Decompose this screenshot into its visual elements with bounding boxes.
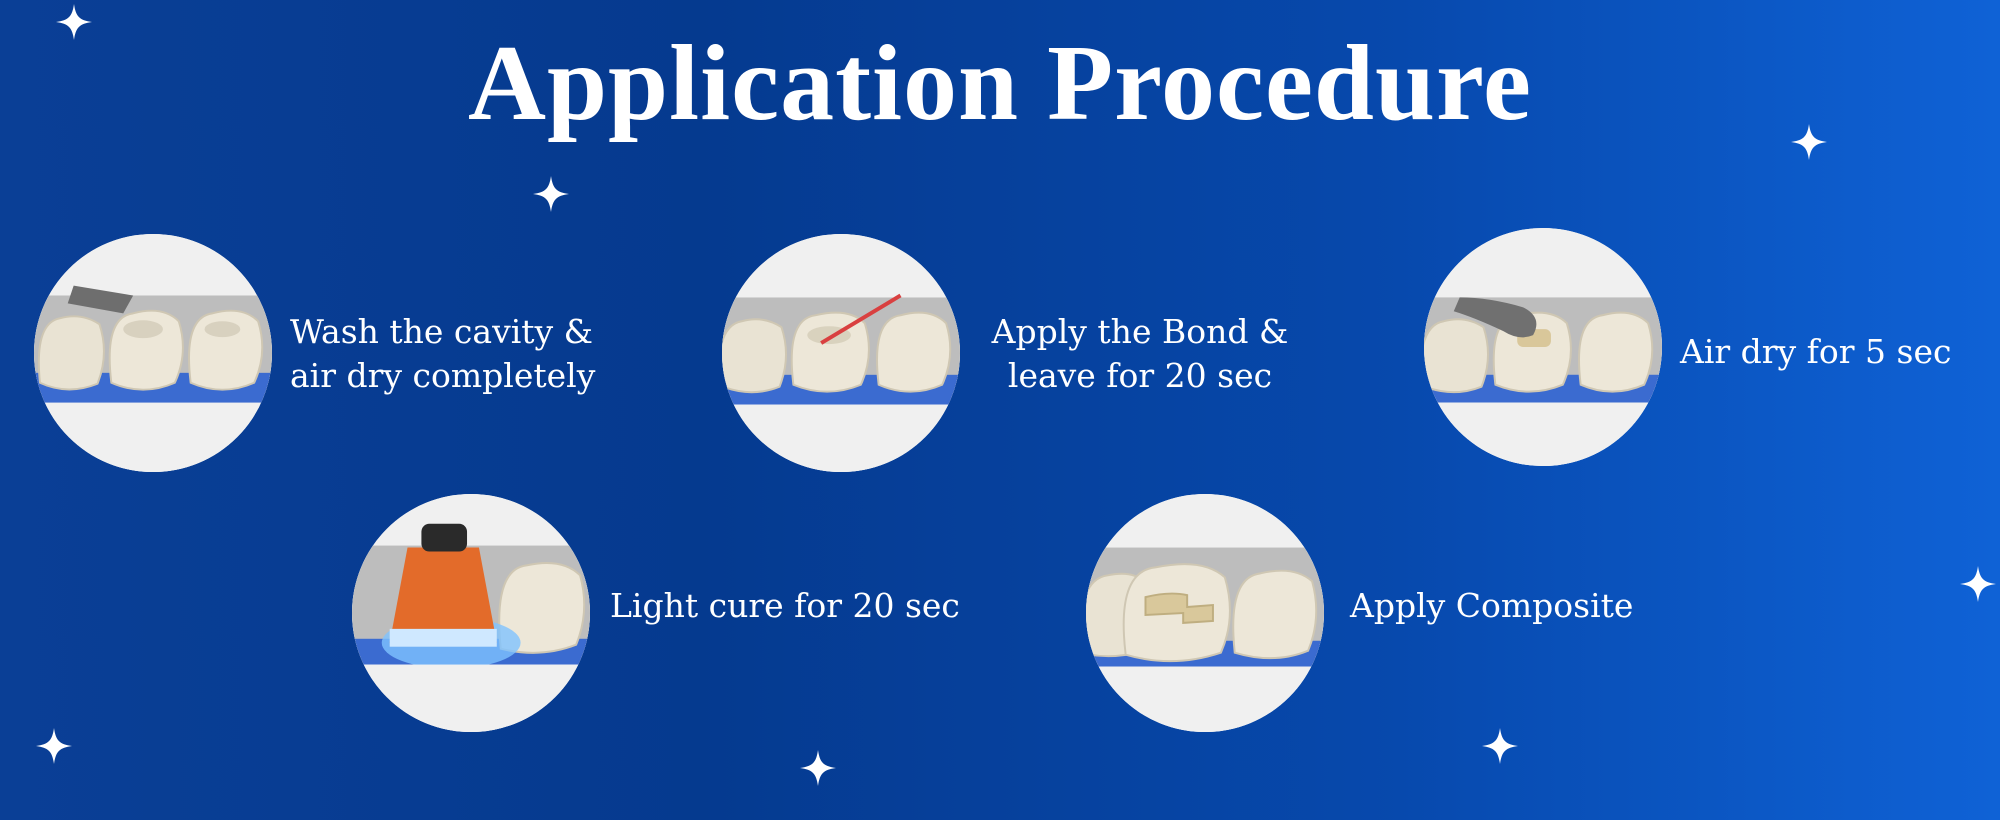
curing-light-illustration <box>352 494 590 732</box>
step-3-line-1: Air dry for 5 sec <box>1680 332 1952 371</box>
air-dry-illustration <box>1424 228 1662 466</box>
sparkle-icon <box>36 728 72 764</box>
composite-filling-illustration <box>1086 494 1324 732</box>
step-5-line-1: Apply Composite <box>1350 586 1634 625</box>
sparkle-icon <box>56 4 92 40</box>
step-4-label: Light cure for 20 sec <box>610 584 960 628</box>
step-2-label: Apply the Bond & leave for 20 sec <box>990 310 1290 398</box>
sparkle-icon <box>800 750 836 786</box>
bond-brush-illustration <box>722 234 960 472</box>
step-2-line-2: leave for 20 sec <box>1007 356 1273 395</box>
step-4-line-1: Light cure for 20 sec <box>610 586 960 625</box>
sparkle-icon <box>1482 728 1518 764</box>
step-2-line-1: Apply the Bond & <box>991 312 1289 351</box>
wash-teeth-illustration <box>34 234 272 472</box>
sparkle-icon <box>1791 124 1827 160</box>
step-1-line-2: air dry completely <box>290 356 596 395</box>
sparkle-icon <box>533 176 569 212</box>
step-1-line-1: Wash the cavity & <box>290 312 594 351</box>
sparkle-icon <box>1960 566 1996 602</box>
step-1-label: Wash the cavity & air dry completely <box>290 310 596 398</box>
step-3-label: Air dry for 5 sec <box>1680 330 1952 374</box>
page-title: Application Procedure <box>468 24 1532 143</box>
step-5-label: Apply Composite <box>1350 584 1634 628</box>
